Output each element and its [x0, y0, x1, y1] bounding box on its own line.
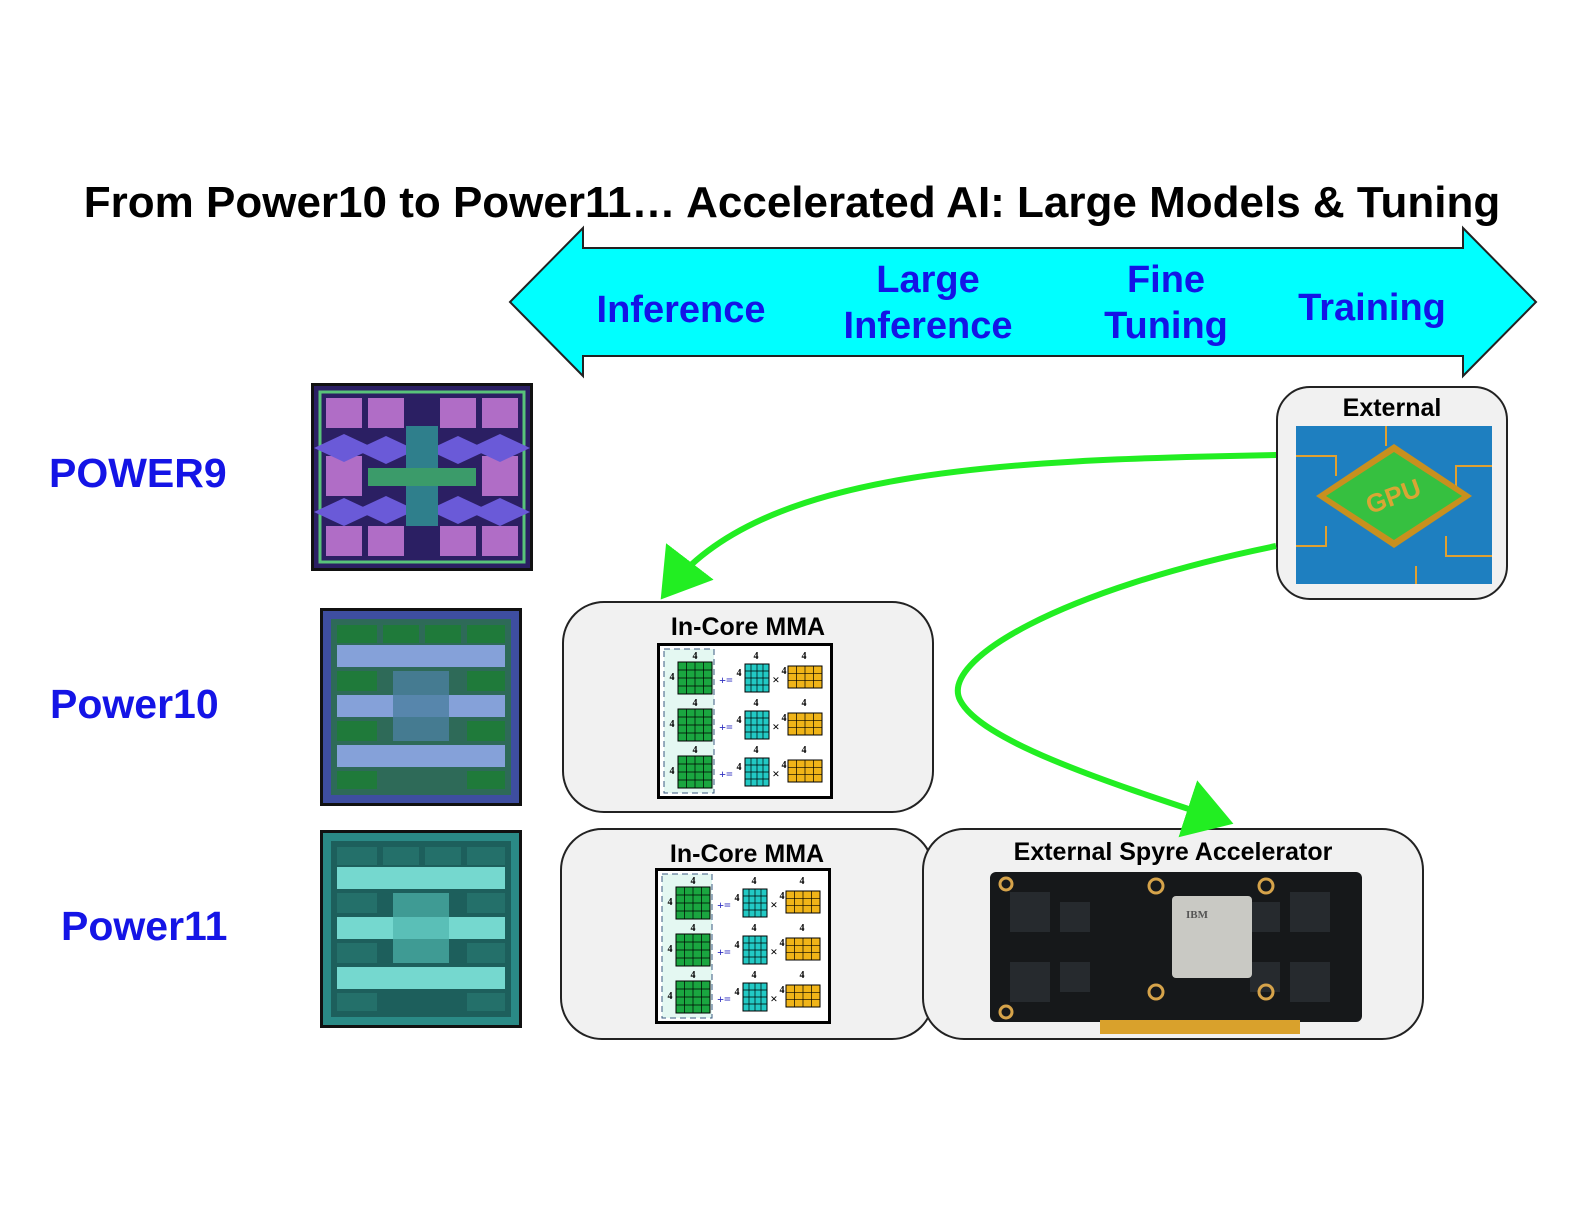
- svg-text:4: 4: [735, 893, 740, 904]
- svg-text:4: 4: [754, 651, 759, 662]
- svg-text:4: 4: [802, 698, 807, 709]
- stage-fine-tuning: Fine Tuning: [1104, 259, 1228, 347]
- svg-text:4: 4: [802, 651, 807, 662]
- power9-die-image: [311, 383, 533, 571]
- gen-label-power11: Power11: [61, 903, 228, 949]
- stage-training: Training: [1298, 287, 1446, 329]
- spyre-title: External Spyre Accelerator: [1013, 838, 1333, 866]
- svg-text:4: 4: [782, 713, 787, 724]
- svg-text:4: 4: [735, 987, 740, 998]
- external-gpu-title: External: [1342, 394, 1442, 422]
- svg-text:4: 4: [693, 651, 698, 662]
- svg-text:4: 4: [737, 715, 742, 726]
- power11-die-image: [320, 830, 522, 1028]
- svg-text:4: 4: [735, 940, 740, 951]
- svg-text:4: 4: [670, 672, 675, 683]
- svg-text:4: 4: [800, 876, 805, 887]
- spyre-accelerator-box: External Spyre Accelerator IBM: [922, 828, 1424, 1040]
- power10-die-image: [320, 608, 522, 806]
- svg-text:+=: +=: [717, 945, 731, 959]
- svg-text:4: 4: [737, 668, 742, 679]
- svg-text:4: 4: [800, 923, 805, 934]
- external-gpu-box: External GPU: [1276, 386, 1508, 600]
- svg-text:4: 4: [737, 762, 742, 773]
- svg-text:×: ×: [770, 991, 777, 1006]
- power10-mma-title: In-Core MMA: [670, 613, 826, 641]
- svg-text:×: ×: [772, 766, 779, 781]
- svg-text:4: 4: [782, 666, 787, 677]
- svg-text:×: ×: [772, 672, 779, 687]
- svg-text:+=: +=: [719, 673, 733, 687]
- svg-text:4: 4: [668, 897, 673, 908]
- gen-label-power9: POWER9: [49, 450, 227, 496]
- svg-text:+=: +=: [717, 898, 731, 912]
- spyre-chip-brand: IBM: [1186, 909, 1209, 921]
- svg-text:4: 4: [782, 760, 787, 771]
- spyre-card-image: IBM: [990, 872, 1362, 1034]
- svg-text:4: 4: [670, 719, 675, 730]
- arrow-gpu-to-spyre: [955, 543, 1277, 838]
- svg-text:4: 4: [668, 991, 673, 1002]
- svg-text:×: ×: [772, 719, 779, 734]
- gpu-chip-icon: GPU: [1296, 426, 1492, 584]
- arrow-gpu-to-power10: [660, 452, 1277, 600]
- svg-text:4: 4: [691, 923, 696, 934]
- slide-title: From Power10 to Power11… Accelerated AI:…: [83, 178, 1501, 227]
- svg-text:4: 4: [802, 745, 807, 756]
- svg-text:4: 4: [670, 766, 675, 777]
- svg-text:4: 4: [754, 745, 759, 756]
- svg-text:4: 4: [752, 876, 757, 887]
- svg-text:4: 4: [754, 698, 759, 709]
- stage-large-inference: Large Inference: [843, 259, 1013, 347]
- svg-text:4: 4: [693, 698, 698, 709]
- svg-text:×: ×: [770, 944, 777, 959]
- svg-text:4: 4: [691, 970, 696, 981]
- svg-text:4: 4: [668, 944, 673, 955]
- svg-text:4: 4: [693, 745, 698, 756]
- svg-text:4: 4: [780, 938, 785, 949]
- svg-text:+=: +=: [719, 720, 733, 734]
- svg-text:4: 4: [800, 970, 805, 981]
- gen-label-power10: Power10: [50, 681, 219, 727]
- svg-text:×: ×: [770, 897, 777, 912]
- power11-mma-title: In-Core MMA: [669, 840, 825, 868]
- svg-text:4: 4: [691, 876, 696, 887]
- svg-text:4: 4: [780, 891, 785, 902]
- svg-text:+=: +=: [719, 767, 733, 781]
- svg-text:4: 4: [780, 985, 785, 996]
- svg-text:+=: +=: [717, 992, 731, 1006]
- svg-text:4: 4: [752, 923, 757, 934]
- svg-text:4: 4: [752, 970, 757, 981]
- stage-inference: Inference: [596, 289, 766, 331]
